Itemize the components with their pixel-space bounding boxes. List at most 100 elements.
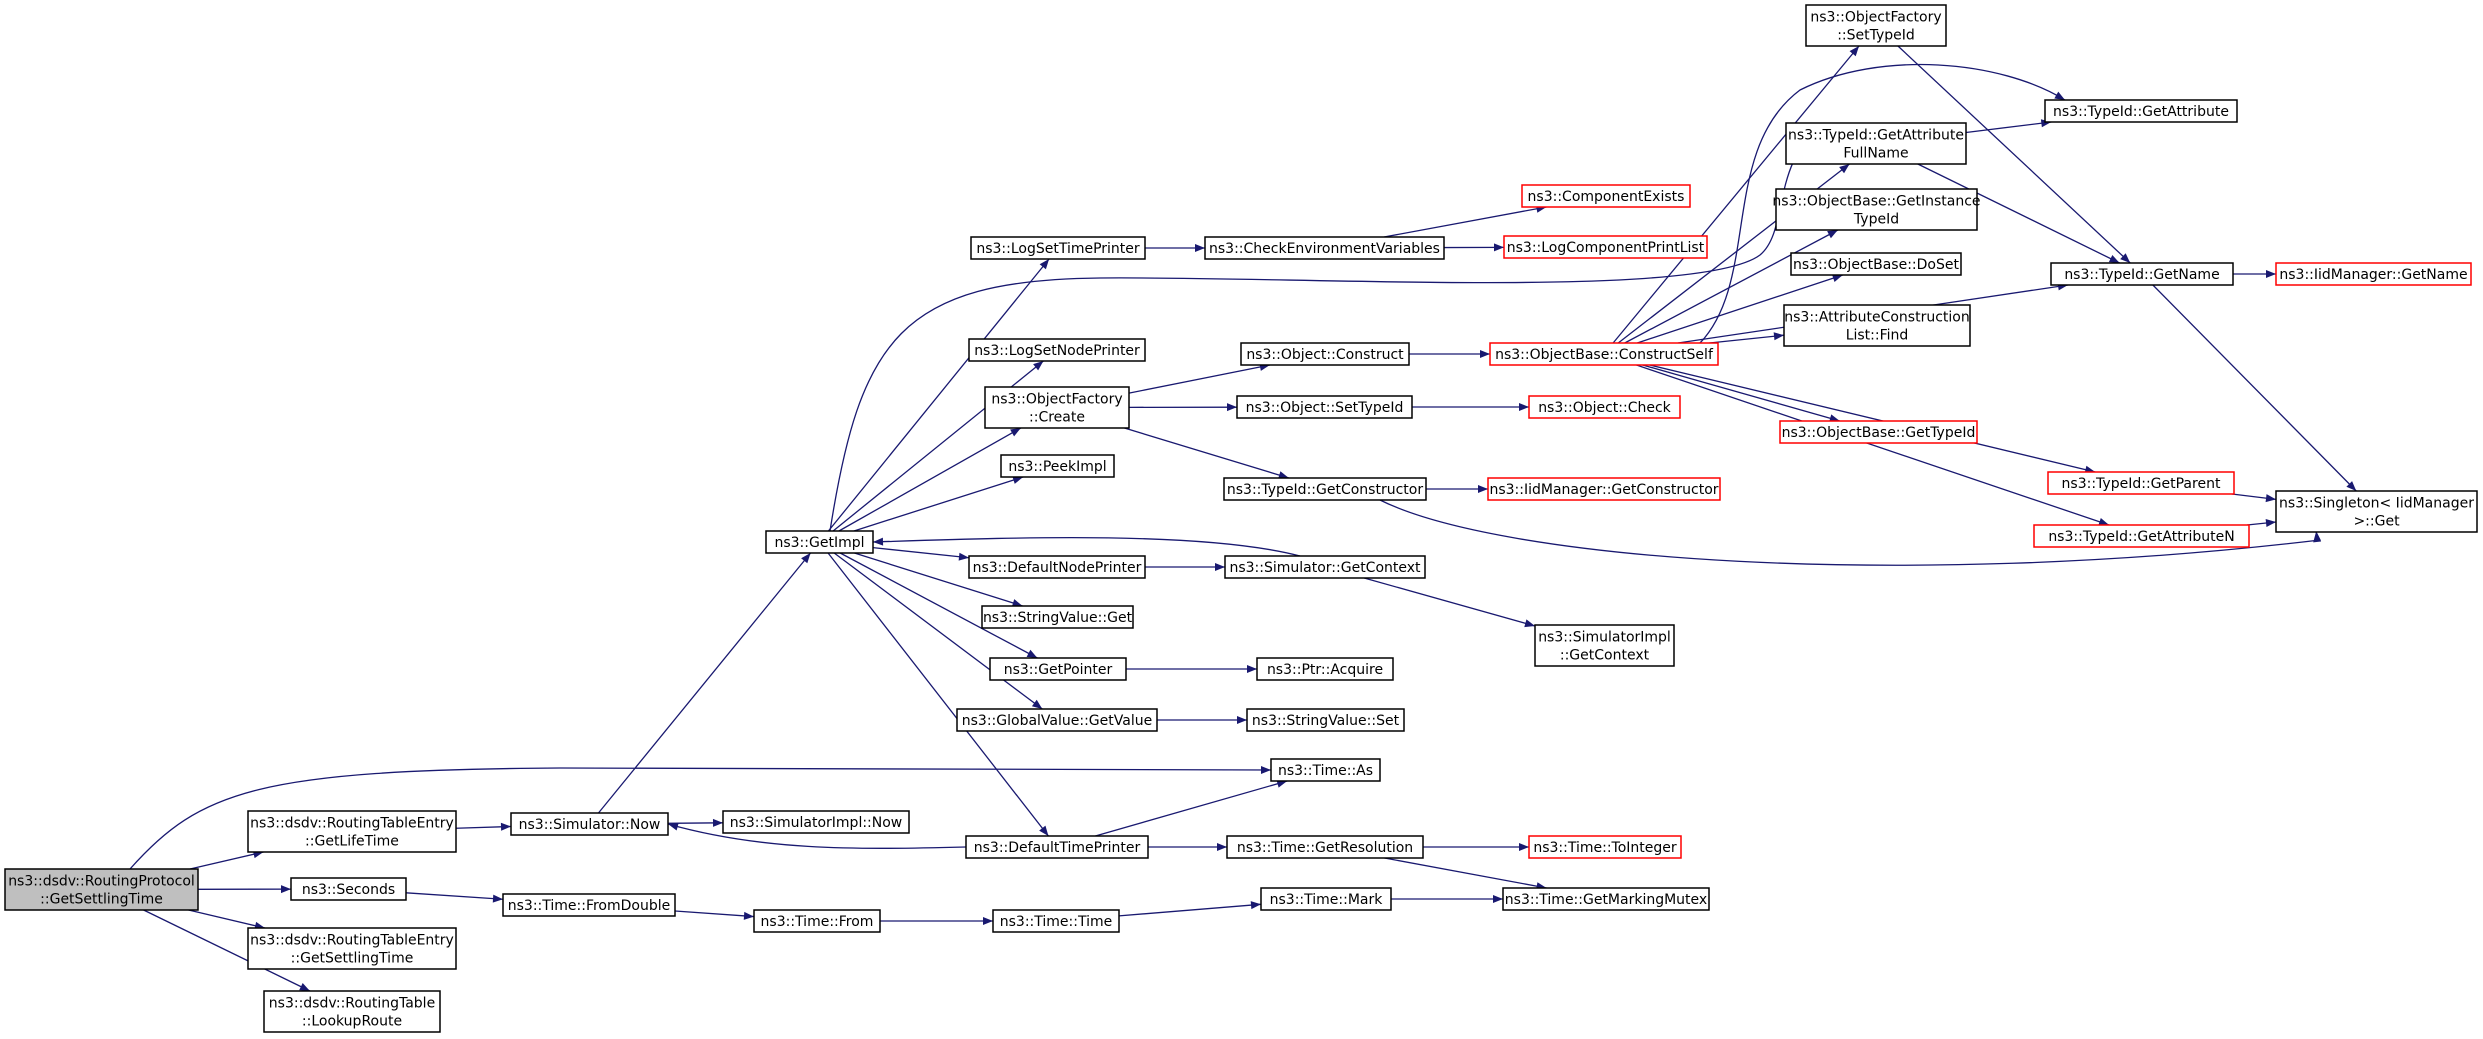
node-ofsettypeid[interactable]: ns3::ObjectFactory::SetTypeId (1805, 4, 1947, 47)
node-lognode[interactable]: ns3::LogSetNodePrinter (968, 338, 1146, 362)
node-box (970, 236, 1146, 260)
edge-getimpl-to-strget (854, 552, 1023, 607)
node-seconds[interactable]: ns3::Seconds (290, 877, 407, 901)
node-label: ns3::dsdv::RoutingTableEntry (250, 933, 454, 949)
node-getres[interactable]: ns3::Time::GetResolution (1226, 835, 1424, 859)
node-label: ns3::TypeId::GetAttribute (2053, 104, 2229, 120)
node-logprint[interactable]: ns3::LogComponentPrintList (1503, 235, 1708, 259)
edge-arrowhead (2346, 481, 2357, 491)
node-box (1521, 184, 1691, 208)
node-box (290, 877, 407, 901)
node-doset[interactable]: ns3::ObjectBase::DoSet (1790, 252, 1962, 276)
edge-timetime-to-timemark (1118, 903, 1262, 917)
node-label: ns3::Object::SetTypeId (1246, 400, 1404, 416)
node-peekimpl[interactable]: ns3::PeekImpl (1000, 454, 1115, 478)
node-getattr[interactable]: ns3::TypeId::GetAttribute (2044, 99, 2238, 123)
node-getname[interactable]: ns3::TypeId::GetName (2050, 262, 2234, 286)
node-label: ns3::GetPointer (1004, 662, 1113, 678)
node-box (1489, 342, 1719, 366)
node-lookup[interactable]: ns3::dsdv::RoutingTable::LookupRoute (263, 990, 441, 1033)
node-getimpl[interactable]: ns3::GetImpl (765, 530, 874, 554)
node-simimplnow[interactable]: ns3::SimulatorImpl::Now (722, 810, 910, 834)
node-label: ns3::ObjectBase::DoSet (1793, 257, 1959, 273)
edge-arrowhead (1011, 599, 1023, 607)
node-label: ns3::TypeId::GetParent (2062, 476, 2221, 492)
node-gvget[interactable]: ns3::GlobalValue::GetValue (956, 708, 1158, 732)
edge-arrowhead (280, 885, 291, 894)
node-label: ns3::Simulator::GetContext (1229, 560, 1421, 576)
node-box (992, 909, 1120, 933)
node-ptracq[interactable]: ns3::Ptr::Acquire (1256, 657, 1394, 681)
edge-arrowhead (2266, 270, 2276, 278)
node-root[interactable]: ns3::dsdv::RoutingProtocol::GetSettlingT… (4, 868, 199, 911)
edge-getctor-to-singleton (1379, 499, 2321, 566)
node-label: List::Find (1846, 328, 1909, 344)
node-box (1260, 887, 1392, 911)
edge-arrowhead (1478, 485, 1488, 493)
node-iidname[interactable]: ns3::IidManager::GetName (2275, 262, 2472, 286)
edge-arrowhead (2265, 519, 2276, 527)
edge-arrowhead (668, 822, 679, 831)
node-label: ns3::LogSetTimePrinter (976, 241, 1140, 257)
node-objcheck[interactable]: ns3::Object::Check (1528, 395, 1681, 419)
node-objsettypeid[interactable]: ns3::Object::SetTypeId (1236, 395, 1413, 419)
node-getctor[interactable]: ns3::TypeId::GetConstructor (1223, 477, 1427, 501)
node-fromdouble[interactable]: ns3::Time::FromDouble (502, 893, 676, 917)
node-checkenv[interactable]: ns3::CheckEnvironmentVariables (1204, 236, 1445, 260)
edge-arrowhead (492, 894, 503, 903)
node-logtime[interactable]: ns3::LogSetTimePrinter (970, 236, 1146, 260)
edge-root-to-lookup (143, 909, 311, 992)
node-strset[interactable]: ns3::StringValue::Set (1246, 708, 1405, 732)
node-defnode[interactable]: ns3::DefaultNodePrinter (968, 555, 1146, 579)
edge-arrowhead (2098, 518, 2110, 526)
node-construct[interactable]: ns3::ObjectBase::ConstructSelf (1489, 342, 1719, 366)
edge-arrowhead (1195, 244, 1205, 252)
node-timefrom[interactable]: ns3::Time::From (753, 909, 881, 933)
node-label: ns3::Seconds (302, 882, 395, 898)
edge-arrowhead (1031, 699, 1043, 709)
node-strget[interactable]: ns3::StringValue::Get (981, 605, 1134, 629)
node-timemark[interactable]: ns3::Time::Mark (1260, 887, 1392, 911)
edge-arrowhead (2108, 255, 2120, 263)
node-label: ns3::TypeId::GetConstructor (1227, 482, 1423, 498)
node-label: ns3::Time::From (761, 914, 874, 930)
node-simnow[interactable]: ns3::Simulator::Now (510, 812, 669, 836)
node-lifetime[interactable]: ns3::dsdv::RoutingTableEntry::GetLifeTim… (247, 810, 457, 853)
node-objconstruct[interactable]: ns3::Object::Construct (1240, 342, 1410, 366)
node-box (502, 893, 676, 917)
node-compexists[interactable]: ns3::ComponentExists (1521, 184, 1691, 208)
node-ofcreate[interactable]: ns3::ObjectFactory::Create (984, 386, 1130, 429)
node-box (968, 338, 1146, 362)
node-box (1223, 477, 1427, 501)
node-tointeger[interactable]: ns3::Time::ToInteger (1528, 835, 1682, 859)
edge-getimpl-to-gvget (833, 552, 1043, 710)
edge-arrowhead (1519, 843, 1529, 851)
edge-checkenv-to-compexists (1383, 206, 1547, 238)
edge-root-to-timeas (129, 767, 1272, 870)
node-label: ns3::GlobalValue::GetValue (962, 713, 1152, 729)
node-obgettypeid[interactable]: ns3::ObjectBase::GetTypeId (1779, 420, 1978, 444)
node-simimplctx[interactable]: ns3::SimulatorImpl::GetContext (1534, 624, 1675, 667)
node-getptr[interactable]: ns3::GetPointer (989, 657, 1127, 681)
node-settling[interactable]: ns3::dsdv::RoutingTableEntry::GetSettlin… (247, 927, 457, 970)
node-markmutex[interactable]: ns3::Time::GetMarkingMutex (1502, 887, 1710, 911)
node-getparent[interactable]: ns3::TypeId::GetParent (2047, 471, 2235, 495)
edge-arrowhead (1493, 895, 1503, 903)
node-box (956, 708, 1158, 732)
node-singleton[interactable]: ns3::Singleton< IidManager>::Get (2275, 490, 2478, 533)
node-box (2050, 262, 2234, 286)
node-getattrn[interactable]: ns3::TypeId::GetAttributeN (2033, 524, 2250, 548)
edge-deftime-to-timeas (1095, 780, 1288, 837)
node-label: ns3::Object::Construct (1246, 347, 1404, 363)
node-timetime[interactable]: ns3::Time::Time (992, 909, 1120, 933)
node-deftime[interactable]: ns3::DefaultTimePrinter (965, 835, 1149, 859)
node-label: TypeId (1853, 212, 1899, 228)
node-label: ::GetSettlingTime (40, 892, 163, 908)
node-label: >::Get (2353, 514, 2400, 530)
node-iidctor[interactable]: ns3::IidManager::GetConstructor (1487, 477, 1721, 501)
node-simctx[interactable]: ns3::Simulator::GetContext (1224, 555, 1426, 579)
node-timeas[interactable]: ns3::Time::As (1270, 758, 1381, 782)
